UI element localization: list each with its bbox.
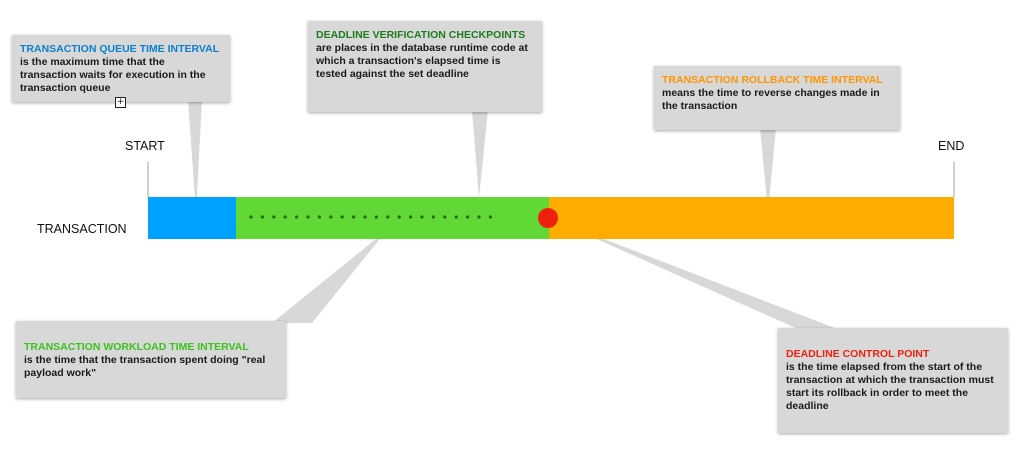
checkpoints-callout-pointer (472, 110, 488, 198)
checkpoint-dot (272, 215, 276, 219)
checkpoint-dot (454, 215, 458, 219)
checkpoint-dot (488, 215, 492, 219)
checkpoint-dot (306, 215, 310, 219)
checkpoint-dot (409, 215, 413, 219)
rollback-time-segment (549, 197, 954, 239)
rollback-callout-pointer (760, 128, 776, 212)
deadline-callout-body: is the time elapsed from the start of th… (786, 361, 994, 412)
checkpoint-dot (249, 215, 253, 219)
checkpoint-dot (466, 215, 470, 219)
checkpoints-callout-body: are places in the database runtime code … (316, 42, 528, 80)
workload-callout-body: is the time that the transaction spent d… (24, 354, 266, 379)
rollback-callout: TRANSACTION ROLLBACK TIME INTERVAL means… (654, 66, 900, 130)
start-label: START (125, 139, 165, 153)
checkpoint-dot (283, 215, 287, 219)
checkpoint-dots (249, 215, 492, 219)
checkpoint-dot (295, 215, 299, 219)
checkpoints-callout: DEADLINE VERIFICATION CHECKPOINTS are pl… (308, 21, 542, 112)
queue-callout: TRANSACTION QUEUE TIME INTERVAL is the m… (12, 35, 230, 102)
checkpoint-dot (340, 215, 344, 219)
checkpoint-dot (363, 215, 367, 219)
checkpoint-dot (431, 215, 435, 219)
checkpoint-dot (352, 215, 356, 219)
end-label: END (938, 139, 965, 153)
checkpoint-dot (374, 215, 378, 219)
workload-callout-pointer (272, 230, 387, 323)
queue-time-segment (148, 197, 236, 239)
checkpoint-dot (477, 215, 481, 219)
queue-callout-body: is the maximum time that the transaction… (20, 56, 206, 94)
workload-callout-title: TRANSACTION WORKLOAD TIME INTERVAL (24, 341, 249, 353)
queue-callout-pointer (188, 100, 202, 213)
deadline-callout-pointer (552, 219, 840, 330)
checkpoint-dot (317, 215, 321, 219)
checkpoint-dot (386, 215, 390, 219)
checkpoint-dot (329, 215, 333, 219)
checkpoint-dot (443, 215, 447, 219)
checkpoint-dot (420, 215, 424, 219)
deadline-callout-title: DEADLINE CONTROL POINT (786, 348, 930, 360)
rollback-callout-title: TRANSACTION ROLLBACK TIME INTERVAL (662, 74, 883, 86)
queue-callout-title: TRANSACTION QUEUE TIME INTERVAL (20, 43, 220, 55)
transaction-label: TRANSACTION (37, 222, 127, 236)
expand-icon[interactable]: + (115, 97, 126, 108)
checkpoint-dot (397, 215, 401, 219)
workload-callout: TRANSACTION WORKLOAD TIME INTERVAL is th… (16, 321, 286, 398)
deadline-callout: DEADLINE CONTROL POINT is the time elaps… (778, 328, 1008, 433)
rollback-callout-body: means the time to reverse changes made i… (662, 87, 880, 112)
workload-time-segment (236, 197, 549, 239)
checkpoints-callout-title: DEADLINE VERIFICATION CHECKPOINTS (316, 29, 526, 41)
deadline-control-point-marker (538, 208, 558, 228)
checkpoint-dot (260, 215, 264, 219)
